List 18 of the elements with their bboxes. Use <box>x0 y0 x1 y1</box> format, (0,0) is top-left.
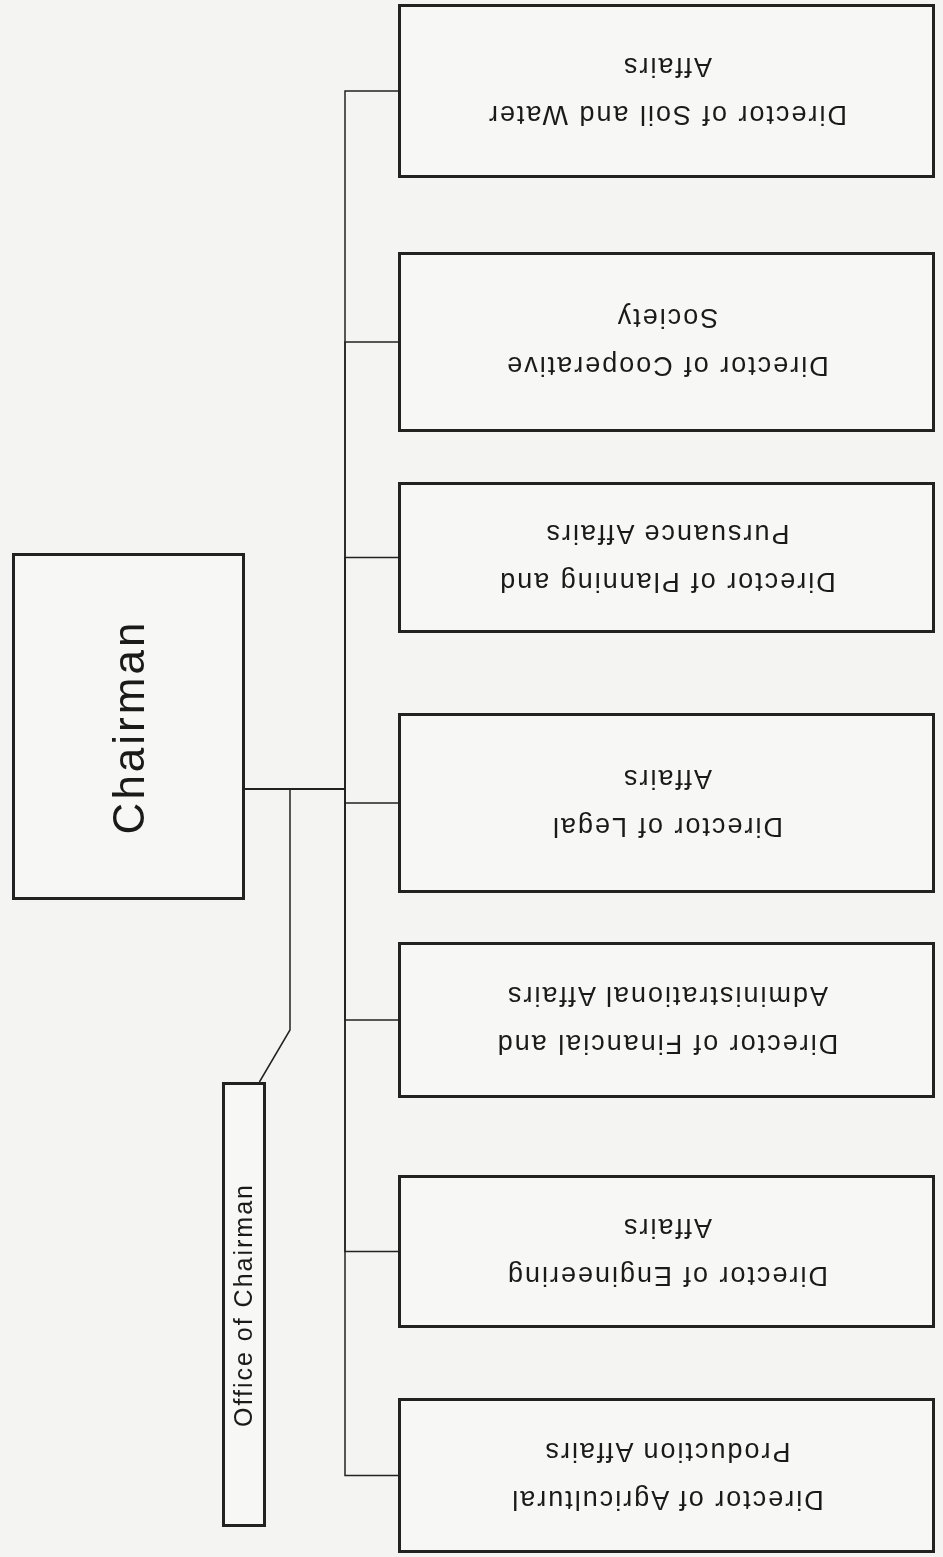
director-box <box>398 942 935 1098</box>
node-label: Chairman <box>102 619 154 834</box>
node-label: Director of Soil and Water Affairs <box>485 51 848 132</box>
node-label: Office of Chairman <box>228 1182 259 1427</box>
director-box <box>398 252 935 432</box>
node-label: Director of Legal Affairs <box>549 763 784 844</box>
node-label: Director of Financial and Administrational Affairs <box>494 980 839 1061</box>
director-box <box>398 482 935 633</box>
office-box <box>222 1082 266 1527</box>
chairman-box <box>12 553 245 900</box>
director-box <box>398 713 935 893</box>
director-box <box>398 4 935 178</box>
node-label: Director of Engineering Affairs <box>504 1211 829 1293</box>
director-box <box>398 1175 935 1328</box>
director-box <box>398 1398 935 1553</box>
node-label: Director of Agricultural Production Affairs <box>508 1435 825 1517</box>
node-label: Director of Planning and Pursuance Affairs <box>496 517 837 599</box>
node-label: Director of Cooperative Society <box>503 302 830 383</box>
